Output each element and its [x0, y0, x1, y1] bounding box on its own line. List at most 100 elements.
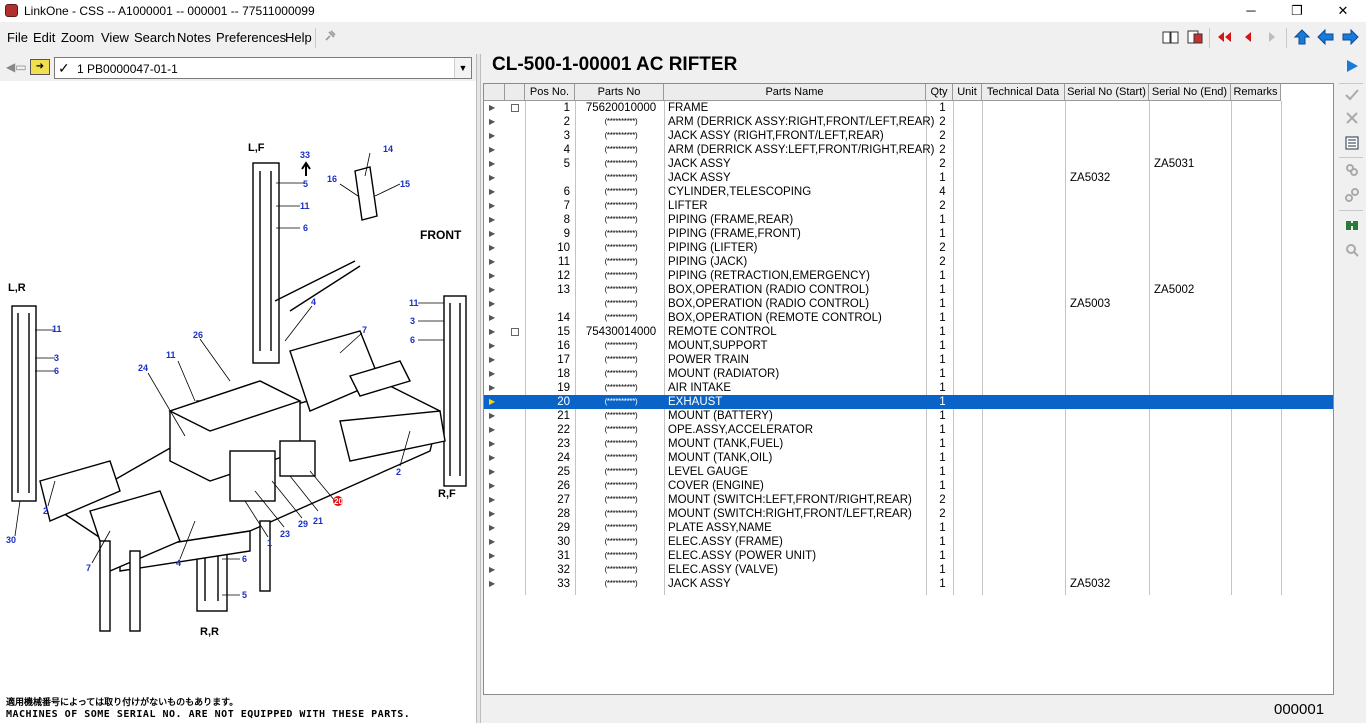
close-button[interactable]: ✕ [1337, 3, 1349, 18]
table-row[interactable]: ▶(**********)BOX,OPERATION (RADIO CONTRO… [484, 297, 1333, 311]
callout[interactable]: 23 [280, 529, 290, 539]
callout[interactable]: 21 [313, 516, 323, 526]
row-expand-arrow[interactable]: ▶ [489, 131, 496, 140]
back-arrow-icon[interactable]: ◀▭ [6, 60, 27, 74]
callout[interactable]: 11 [300, 201, 310, 211]
row-expand-arrow[interactable]: ▶ [489, 327, 496, 336]
row-expand-arrow[interactable]: ▶ [489, 509, 496, 518]
forward-icon[interactable] [1340, 28, 1360, 47]
pin-icon[interactable] [320, 29, 340, 47]
link-icon[interactable] [1342, 162, 1362, 182]
column-header[interactable]: Parts No [575, 84, 664, 100]
menu-search[interactable]: Search [134, 30, 176, 45]
column-header[interactable]: Qty [926, 84, 953, 100]
row-expand-arrow[interactable]: ▶ [489, 565, 496, 574]
play-icon[interactable] [1342, 58, 1362, 78]
callout[interactable]: 5 [303, 179, 308, 189]
callout[interactable]: 11 [409, 298, 419, 308]
callout[interactable]: 11 [166, 350, 176, 360]
zoom-icon[interactable] [1342, 242, 1362, 262]
back-icon[interactable] [1316, 28, 1336, 47]
row-expand-arrow[interactable]: ▶ [489, 299, 496, 308]
book-icon[interactable] [1161, 29, 1181, 47]
drawing-combo[interactable]: ✓ 1 PB0000047-01-1 ▼ [54, 57, 472, 79]
chevron-down-icon[interactable]: ▼ [454, 58, 471, 78]
callout[interactable]: 7 [86, 563, 91, 573]
delete-icon[interactable] [1342, 110, 1362, 130]
callout[interactable]: 7 [362, 325, 367, 335]
column-header[interactable]: Parts Name [664, 84, 926, 100]
table-row[interactable]: ▶14(**********)BOX,OPERATION (REMOTE CON… [484, 311, 1333, 325]
column-header[interactable]: Serial No (Start) [1065, 84, 1149, 100]
callout[interactable]: 6 [54, 366, 59, 376]
callout[interactable]: 4 [176, 558, 181, 568]
row-expand-arrow[interactable]: ▶ [489, 495, 496, 504]
table-row[interactable]: ▶12(**********)PIPING (RETRACTION,EMERGE… [484, 269, 1333, 283]
row-checkbox[interactable] [511, 328, 519, 336]
table-row[interactable]: ▶31(**********)ELEC.ASSY (POWER UNIT)1 [484, 549, 1333, 563]
table-row[interactable]: ▶8(**********)PIPING (FRAME,REAR)1 [484, 213, 1333, 227]
table-row[interactable]: ▶23(**********)MOUNT (TANK,FUEL)1 [484, 437, 1333, 451]
column-header[interactable]: Remarks [1231, 84, 1281, 100]
callout[interactable]: 24 [138, 363, 148, 373]
unlink-icon[interactable] [1342, 187, 1362, 207]
table-row[interactable]: ▶28(**********)MOUNT (SWITCH:RIGHT,FRONT… [484, 507, 1333, 521]
row-expand-arrow[interactable]: ▶ [489, 467, 496, 476]
table-row[interactable]: ▶30(**********)ELEC.ASSY (FRAME)1 [484, 535, 1333, 549]
table-row[interactable]: ▶26(**********)COVER (ENGINE)1 [484, 479, 1333, 493]
table-row[interactable]: ▶18(**********)MOUNT (RADIATOR)1 [484, 367, 1333, 381]
row-expand-arrow[interactable]: ▶ [489, 257, 496, 266]
callout[interactable]: 6 [242, 554, 247, 564]
callout[interactable]: 2 [43, 506, 48, 516]
callout[interactable]: 26 [193, 330, 203, 340]
menu-preferences[interactable]: Preferences [216, 30, 287, 45]
first-page-icon[interactable] [1214, 29, 1234, 47]
row-expand-arrow[interactable]: ▶ [489, 537, 496, 546]
callout[interactable]: 2 [396, 467, 401, 477]
table-row[interactable]: ▶10(**********)PIPING (LIFTER)2 [484, 241, 1333, 255]
up-level-icon[interactable] [1292, 29, 1312, 47]
column-header[interactable]: Pos No. [525, 84, 575, 100]
row-expand-arrow[interactable]: ▶ [489, 481, 496, 490]
row-expand-arrow[interactable]: ▶ [489, 369, 496, 378]
callout[interactable]: 33 [300, 150, 310, 160]
folder-forward-icon[interactable]: ➜ [30, 59, 50, 75]
table-row[interactable]: ▶24(**********)MOUNT (TANK,OIL)1 [484, 451, 1333, 465]
menu-notes[interactable]: Notes [177, 30, 211, 45]
row-expand-arrow[interactable]: ▶ [489, 425, 496, 434]
callout[interactable]: 20 [334, 497, 343, 506]
row-expand-arrow[interactable]: ▶ [489, 243, 496, 252]
row-expand-arrow[interactable]: ▶ [489, 215, 496, 224]
column-header[interactable]: Technical Data [982, 84, 1065, 100]
callout[interactable]: 30 [6, 535, 16, 545]
callout[interactable]: 14 [383, 144, 393, 154]
table-row[interactable]: ▶11(**********)PIPING (JACK)2 [484, 255, 1333, 269]
row-expand-arrow[interactable]: ▶ [489, 271, 496, 280]
table-row[interactable]: ▶32(**********)ELEC.ASSY (VALVE)1 [484, 563, 1333, 577]
maximize-button[interactable]: ❐ [1291, 3, 1303, 18]
row-expand-arrow[interactable]: ▶ [489, 201, 496, 210]
row-expand-arrow[interactable]: ▶ [489, 523, 496, 532]
callout[interactable]: 16 [327, 174, 337, 184]
table-row[interactable]: ▶13(**********)BOX,OPERATION (RADIO CONT… [484, 283, 1333, 297]
menu-help[interactable]: Help [285, 30, 312, 45]
callout[interactable]: 1 [267, 538, 272, 548]
row-expand-arrow[interactable]: ▶ [489, 355, 496, 364]
row-expand-arrow[interactable]: ▶ [489, 159, 496, 168]
row-expand-arrow[interactable]: ▶ [489, 117, 496, 126]
row-expand-arrow[interactable]: ▶ [489, 285, 496, 294]
check-icon[interactable] [1342, 87, 1362, 107]
row-expand-arrow[interactable]: ▶ [489, 579, 496, 588]
row-expand-arrow[interactable]: ▶ [489, 173, 496, 182]
row-expand-arrow[interactable]: ▶ [489, 341, 496, 350]
callout[interactable]: 29 [298, 519, 308, 529]
callout[interactable]: 5 [242, 590, 247, 600]
callout-highlight[interactable] [333, 496, 343, 506]
